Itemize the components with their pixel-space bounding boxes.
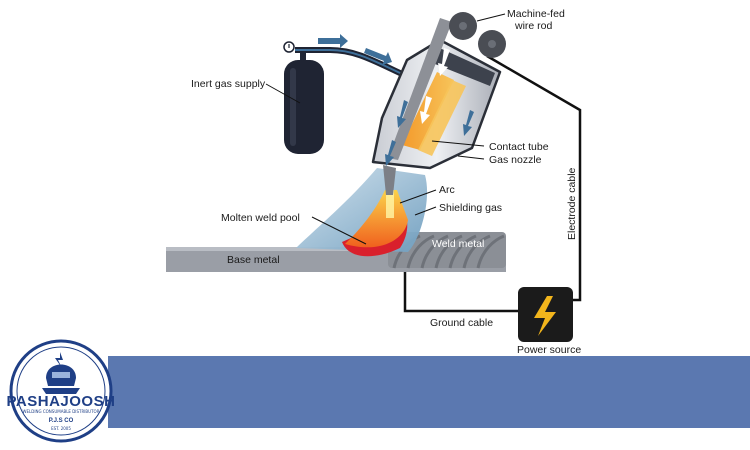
- label-gas-nozzle: Gas nozzle: [489, 154, 542, 166]
- company-logo: PASHAJOOSH WELDING CONSUMABLE DISTRIBUTO…: [7, 339, 116, 443]
- leader-lines: [265, 13, 506, 245]
- logo-est: EST. 2005: [51, 426, 71, 431]
- logo-tagline: WELDING CONSUMABLE DISTRIBUTOR: [23, 409, 100, 414]
- label-wire-rod-1: Machine-fed: [507, 8, 565, 20]
- label-ground-cable: Ground cable: [430, 317, 493, 329]
- arc-core: [386, 190, 394, 218]
- label-inert-gas: Inert gas supply: [191, 78, 266, 90]
- lightning-bolt-icon: [534, 296, 556, 336]
- label-power-source: Power source: [517, 344, 581, 356]
- contact-tube: [402, 72, 466, 156]
- wire-electrode: [383, 165, 396, 195]
- welder-helmet-icon: [42, 352, 80, 394]
- logo-initials: P.J.S CO: [49, 418, 74, 424]
- gas-flow-arrows: [318, 34, 392, 65]
- label-arc: Arc: [439, 184, 455, 196]
- gas-cylinder: [283, 41, 324, 154]
- power-source: [518, 287, 573, 342]
- label-electrode-cable: Electrode cable: [566, 167, 578, 240]
- gas-inner-arrows: [385, 100, 474, 166]
- logo-name: PASHAJOOSH: [7, 393, 116, 410]
- footer-banner: [108, 356, 750, 428]
- label-base-metal: Base metal: [227, 254, 280, 266]
- label-weld-metal: Weld metal: [432, 238, 484, 250]
- label-wire-rod-2: wire rod: [514, 20, 553, 32]
- electrode-cable: [486, 54, 582, 302]
- label-contact-tube: Contact tube: [489, 141, 549, 153]
- ground-cable: [403, 268, 518, 313]
- label-molten-pool: Molten weld pool: [221, 212, 300, 224]
- wire-rod: [388, 18, 452, 160]
- wire-flow-arrows: [420, 48, 450, 124]
- label-shielding-gas: Shielding gas: [439, 202, 502, 214]
- feed-rollers: [449, 12, 506, 58]
- weld-metal-bead: [388, 232, 506, 269]
